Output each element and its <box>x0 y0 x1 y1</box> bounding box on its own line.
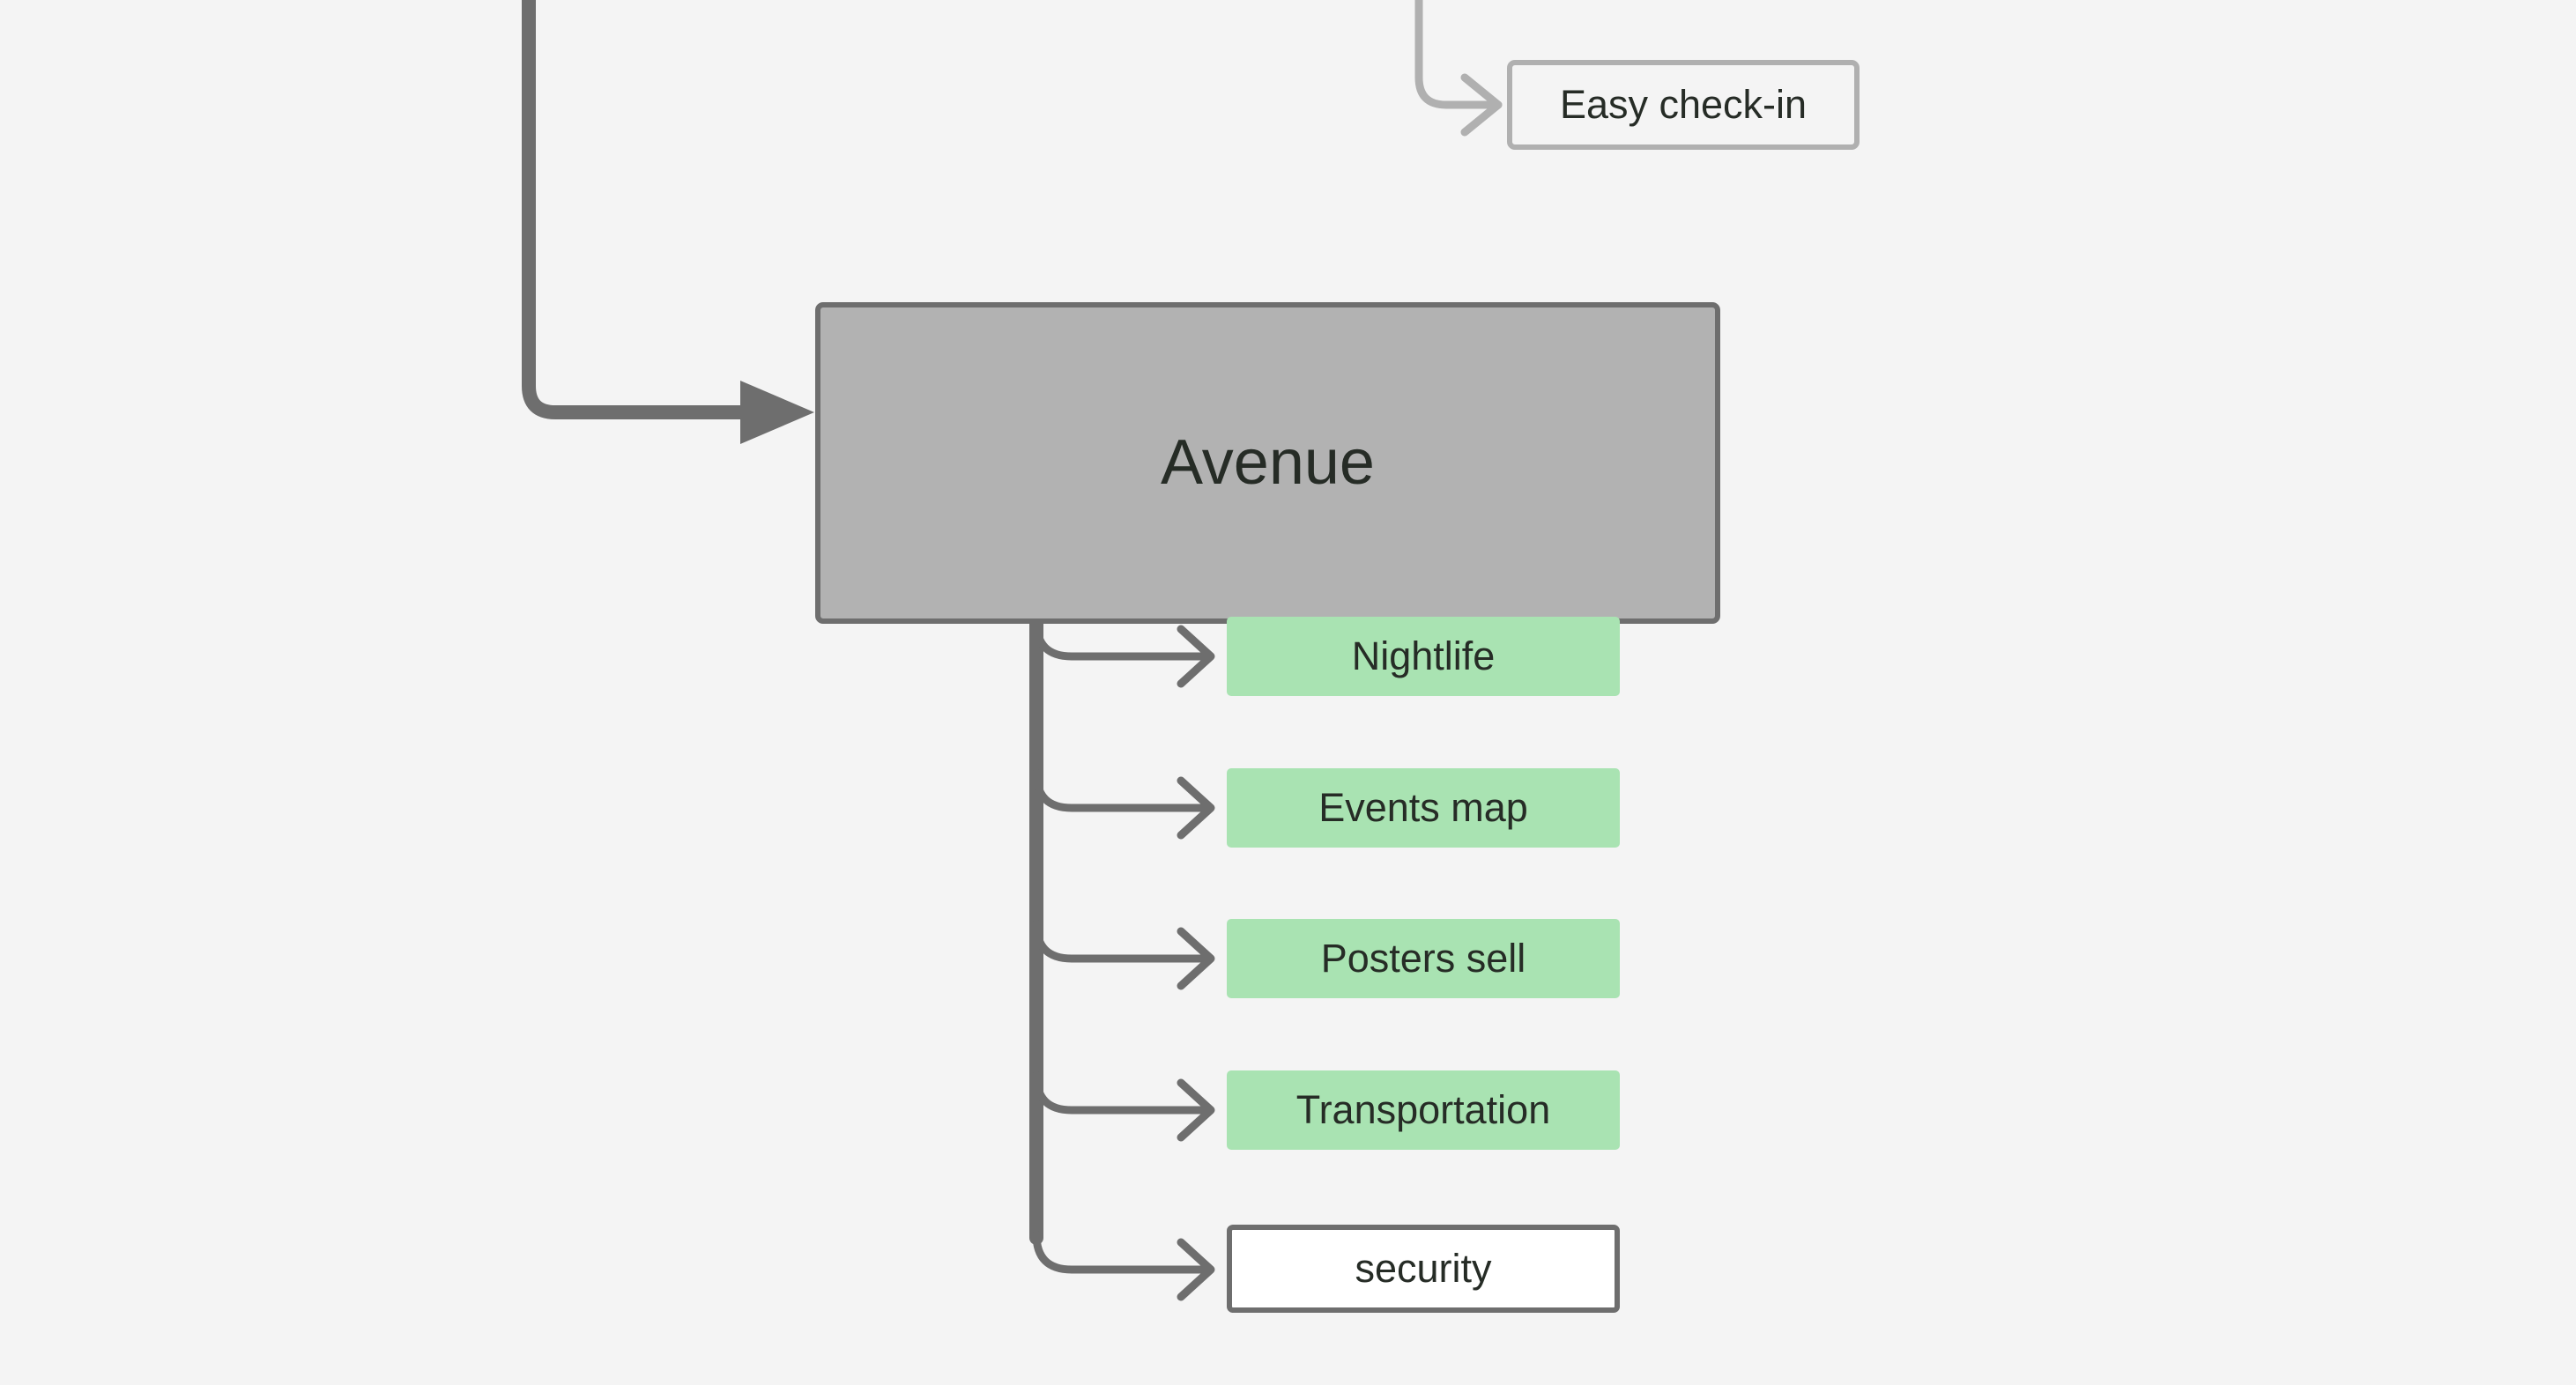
arrowhead-filled-icon <box>740 381 814 444</box>
node-label: Easy check-in <box>1559 82 1808 128</box>
edge-avenue-to-nightlife <box>1032 617 1215 688</box>
node-security[interactable]: security <box>1227 1225 1620 1313</box>
node-transportation[interactable]: Transportation <box>1227 1070 1620 1150</box>
node-label: Transportation <box>1295 1087 1551 1133</box>
edge-avenue-to-posters-sell <box>1032 919 1215 990</box>
node-posters-sell[interactable]: Posters sell <box>1227 919 1620 998</box>
node-label: security <box>1355 1246 1492 1292</box>
edge-parent-to-avenue <box>522 0 814 444</box>
node-label: Events map <box>1318 785 1528 831</box>
arrowhead-chevron-icon <box>1177 1238 1215 1301</box>
arrowhead-chevron-icon <box>1177 1078 1215 1142</box>
node-avenue[interactable]: Avenue <box>815 302 1720 624</box>
node-label: Nightlife <box>1351 633 1496 679</box>
edge-avenue-to-transportation <box>1032 1070 1215 1142</box>
arrowhead-chevron-icon <box>1177 927 1215 990</box>
node-label: Avenue <box>1161 426 1375 498</box>
node-easy-check-in[interactable]: Easy check-in <box>1507 60 1860 150</box>
arrowhead-chevron-icon <box>1177 776 1215 840</box>
arrowhead-chevron-icon <box>1460 73 1503 137</box>
edge-avenue-to-security <box>1032 1230 1215 1301</box>
node-label: Posters sell <box>1320 936 1526 981</box>
node-events-map[interactable]: Events map <box>1227 768 1620 848</box>
edge-avenue-to-events-map <box>1032 768 1215 840</box>
arrowhead-chevron-icon <box>1177 625 1215 688</box>
node-nightlife[interactable]: Nightlife <box>1227 617 1620 696</box>
edge-parent-to-easy-check-in <box>1414 0 1503 137</box>
